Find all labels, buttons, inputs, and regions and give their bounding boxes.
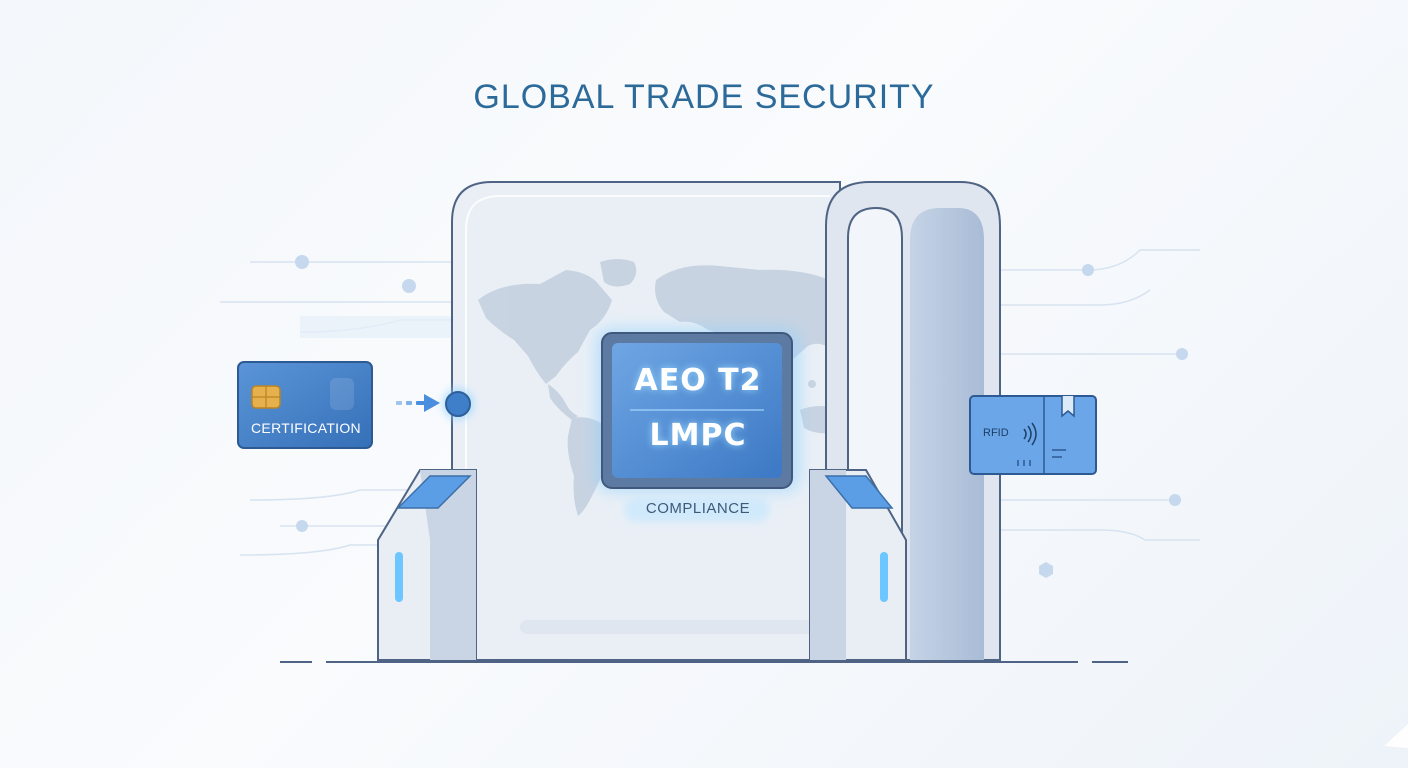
compliance-label: COMPLIANCE <box>645 500 751 517</box>
turnstile-left <box>377 469 477 661</box>
compliance-glow <box>624 498 770 522</box>
rfid-label: RFID <box>983 427 1009 439</box>
certification-card-label: CERTIFICATION <box>251 420 361 436</box>
screen-line-aeo: AEO T2 <box>634 363 762 398</box>
circuit-dots-right <box>1039 264 1188 578</box>
turnstile-right <box>809 469 907 661</box>
gate-panel-highlight <box>465 195 830 650</box>
page-title: GLOBAL TRADE SECURITY <box>473 78 935 116</box>
scanner-arch-side <box>910 208 984 660</box>
light-beam-left <box>300 316 455 338</box>
gate-panel-base-shadow <box>520 620 820 634</box>
corner-decoration <box>1384 724 1408 748</box>
circuit-dots-left <box>295 255 416 532</box>
certification-card <box>237 361 373 449</box>
sensor-button <box>445 391 471 417</box>
screen-line-lmpc: LMPC <box>649 418 747 453</box>
arrow-right-icon <box>396 394 440 412</box>
rfid-wave-icon <box>1023 422 1037 446</box>
package-icon <box>969 395 1097 475</box>
chip-icon <box>251 385 281 409</box>
